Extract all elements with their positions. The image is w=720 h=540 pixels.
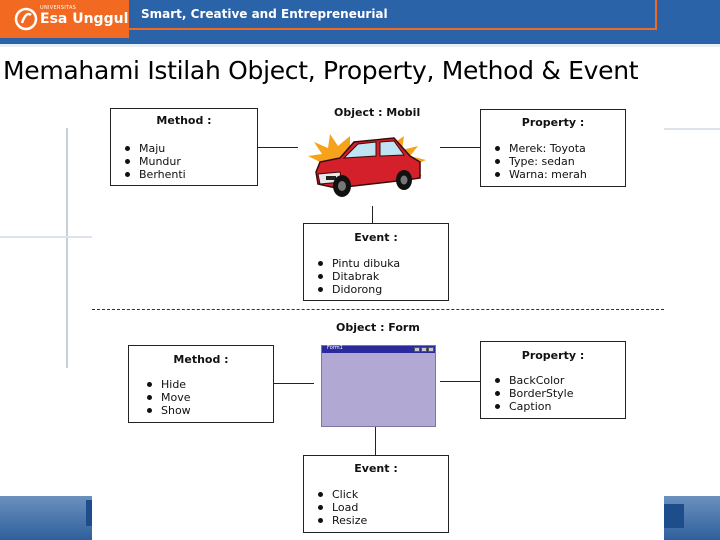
- close-icon: [428, 347, 434, 352]
- university-logo: UNIVERSITAS Esa Unggul: [0, 0, 129, 38]
- object-mobil-label: Object : Mobil: [334, 106, 421, 119]
- decor-block: [664, 504, 684, 528]
- box-title: Event :: [354, 462, 398, 475]
- connector-line: [372, 206, 373, 223]
- box-title: Method :: [173, 353, 229, 366]
- form-method-box: Method : Hide Move Show: [128, 345, 274, 423]
- form-event-list: Click Load Resize: [316, 488, 367, 527]
- object-diagram: Object : Mobil Method : Maju Mundur Berh…: [92, 100, 664, 540]
- connector-line: [440, 147, 480, 148]
- connector-line: [375, 427, 376, 455]
- box-title: Event :: [354, 231, 398, 244]
- list-item: Warna: merah: [493, 168, 587, 181]
- decor-block: [0, 496, 92, 540]
- mobil-method-box: Method : Maju Mundur Berhenti: [110, 108, 258, 186]
- logo-swoosh-icon: [14, 7, 38, 31]
- box-title: Property :: [521, 116, 585, 129]
- list-item: Move: [145, 391, 191, 404]
- list-item: Mundur: [123, 155, 186, 168]
- decor-line: [66, 128, 68, 368]
- form-titlebar: Form1: [322, 345, 435, 353]
- box-title: Property :: [521, 349, 585, 362]
- decor-block: [86, 500, 92, 526]
- mobil-property-list: Merek: Toyota Type: sedan Warna: merah: [493, 142, 587, 181]
- section-divider: [92, 309, 664, 310]
- mobil-event-box: Event : Pintu dibuka Ditabrak Didorong: [303, 223, 449, 301]
- list-item: Berhenti: [123, 168, 186, 181]
- list-item: Didorong: [316, 283, 400, 296]
- form-window-buttons: [414, 347, 434, 352]
- list-item: Load: [316, 501, 367, 514]
- list-item: Click: [316, 488, 367, 501]
- form-window-icon: Form1: [321, 345, 436, 427]
- list-item: Pintu dibuka: [316, 257, 400, 270]
- minimize-icon: [414, 347, 420, 352]
- form-method-list: Hide Move Show: [145, 378, 191, 417]
- logo-name: Esa Unggul: [40, 11, 129, 27]
- list-item: Caption: [493, 400, 574, 413]
- connector-line: [274, 383, 314, 384]
- mobil-event-list: Pintu dibuka Ditabrak Didorong: [316, 257, 400, 296]
- tagline: Smart, Creative and Entrepreneurial: [141, 7, 388, 21]
- box-title: Method :: [156, 114, 212, 127]
- form-property-box: Property : BackColor BorderStyle Caption: [480, 341, 626, 419]
- maximize-icon: [421, 347, 427, 352]
- form-event-box: Event : Click Load Resize: [303, 455, 449, 533]
- list-item: BorderStyle: [493, 387, 574, 400]
- list-item: Show: [145, 404, 191, 417]
- decor-line: [0, 236, 92, 238]
- connector-line: [258, 147, 298, 148]
- object-form-label: Object : Form: [336, 321, 420, 334]
- list-item: Resize: [316, 514, 367, 527]
- connector-line: [440, 381, 480, 382]
- decor-line: [664, 128, 720, 130]
- list-item: Hide: [145, 378, 191, 391]
- tagline-frame: [129, 0, 657, 30]
- logo-small-text: UNIVERSITAS: [40, 5, 77, 11]
- header-rule: [0, 44, 720, 47]
- list-item: Ditabrak: [316, 270, 400, 283]
- list-item: Type: sedan: [493, 155, 587, 168]
- list-item: BackColor: [493, 374, 574, 387]
- red-car-icon: [308, 134, 426, 197]
- page-title: Memahami Istilah Object, Property, Metho…: [3, 56, 639, 85]
- mobil-property-box: Property : Merek: Toyota Type: sedan War…: [480, 109, 626, 187]
- form-window-title: Form1: [327, 345, 343, 351]
- mobil-method-list: Maju Mundur Berhenti: [123, 142, 186, 181]
- form-property-list: BackColor BorderStyle Caption: [493, 374, 574, 413]
- list-item: Merek: Toyota: [493, 142, 587, 155]
- list-item: Maju: [123, 142, 186, 155]
